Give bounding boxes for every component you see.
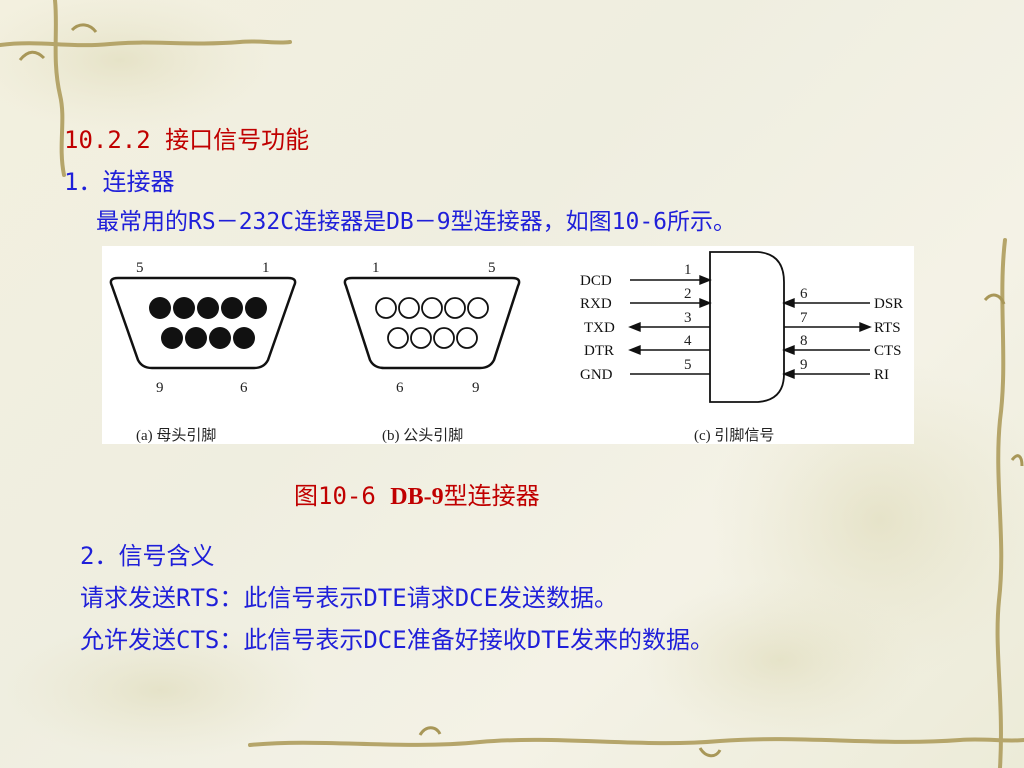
female-pin-label-top-left: 5 [136,260,144,276]
signal-label-dsr: DSR [874,296,903,312]
female-pin-label-top-right: 1 [262,260,270,276]
caption-female-pins: (a) 母头引脚 [136,428,217,444]
rts-description: 请求发送RTS：此信号表示DTE请求DCE发送数据。 [80,584,619,612]
pin-number-1: 1 [684,262,692,278]
figure-title-prefix: 图10-6 [294,482,391,510]
pin-number-7: 7 [800,310,808,326]
male-pin-label-top-left: 1 [372,260,380,276]
male-connector: 1 5 6 9 [343,260,521,396]
subheading-connector: 1．连接器 [64,168,175,196]
figure-title-suffix: 型连接器 [443,482,540,510]
pin-number-4: 4 [684,333,692,349]
signal-label-dtr: DTR [584,343,614,359]
figure-title-model: DB-9 [390,484,444,510]
male-pin-label-bottom-left: 6 [396,380,404,396]
db9-figure: 5 1 9 6 1 5 6 9 [102,246,914,444]
male-pin-label-top-right: 5 [488,260,496,276]
male-pin-label-bottom-right: 9 [472,380,480,396]
cts-description: 允许发送CTS：此信号表示DCE准备好接收DTE发来的数据。 [80,626,715,654]
signal-label-gnd: GND [580,367,613,383]
caption-male-pins: (b) 公头引脚 [382,428,464,444]
signal-label-dcd: DCD [580,273,612,289]
signal-label-txd: TXD [584,320,615,336]
intro-paragraph: 最常用的RS－232C连接器是DB－9型连接器，如图10-6所示。 [96,209,737,235]
subheading-signal-meaning: 2．信号含义 [80,542,215,570]
male-pins [375,297,489,349]
signal-label-ri: RI [874,367,889,383]
pin-number-8: 8 [800,333,808,349]
pin-number-3: 3 [684,310,692,326]
pin-number-9: 9 [800,357,808,373]
pin-signal-diagram: DCD RXD TXD DTR GND 1 2 3 4 5 6 7 8 9 DS… [580,251,903,403]
female-connector: 5 1 9 6 [109,260,297,396]
pin-number-6: 6 [800,286,808,302]
signal-label-cts: CTS [874,343,902,359]
female-pin-holes [149,297,267,349]
pin-number-2: 2 [684,286,692,302]
female-pin-label-bottom-right: 6 [240,380,248,396]
caption-pin-signals: (c) 引脚信号 [694,428,775,444]
pin-number-5: 5 [684,357,692,373]
section-heading: 10.2.2 接口信号功能 [64,126,310,154]
signal-label-rts: RTS [874,320,901,336]
figure-title: 图10-6 DB-9型连接器 [294,482,540,511]
signal-label-rxd: RXD [580,296,612,312]
female-pin-label-bottom-left: 9 [156,380,164,396]
